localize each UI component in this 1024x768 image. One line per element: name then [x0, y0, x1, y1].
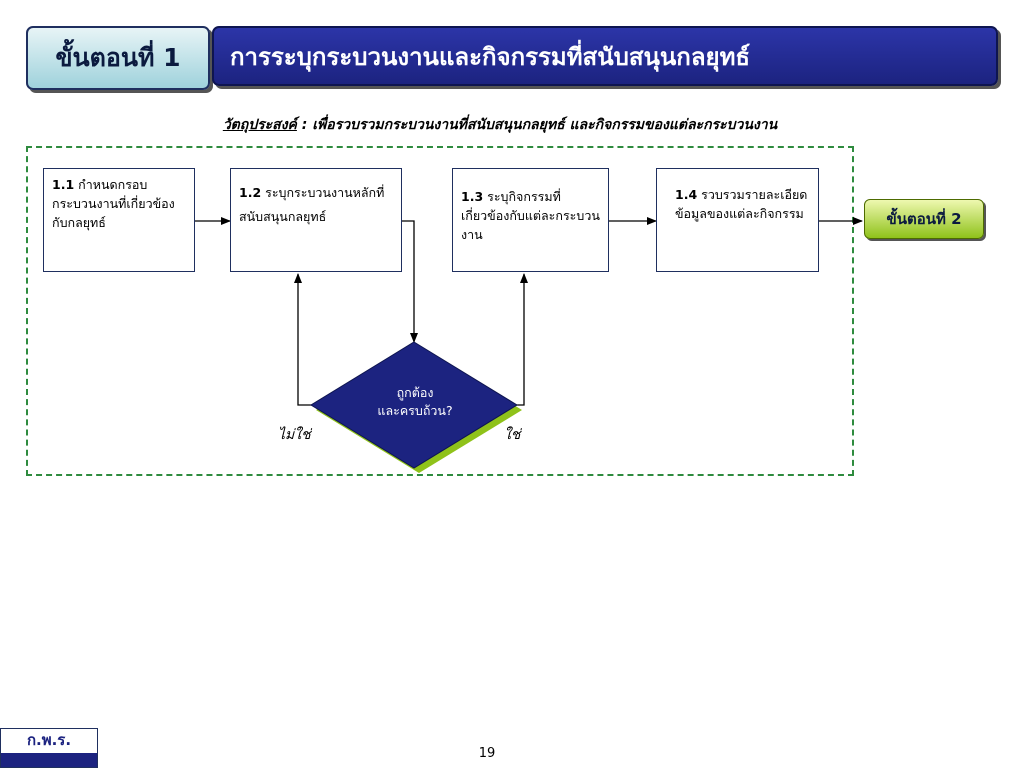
decision-line-2: และครบถ้วน? — [377, 403, 453, 418]
page-title: การระบุกระบวนงานและกิจกรรมที่สนับสนุนกลย… — [212, 26, 998, 86]
step-box-1-2-text: ระบุกระบวนงานหลักที่สนับสนุนกลยุทธ์ — [239, 185, 385, 224]
step-box-1-3-text: ระบุกิจกรรมที่เกี่ยวข้องกับแต่ละกระบวนงา… — [461, 189, 600, 242]
step-box-1-4-number: 1.4 — [675, 187, 698, 202]
objective-label: วัตถุประสงค์ — [222, 117, 297, 133]
arrow-no-to-1-2 — [294, 273, 314, 406]
step-box-1-3-number: 1.3 — [461, 189, 484, 204]
step-box-1-1: 1.1 กำหนดกรอบกระบวนงานที่เกี่ยวข้องกับกล… — [43, 168, 195, 272]
decision-yes-label: ใช่ — [504, 427, 521, 443]
decision-text: ถูกต้อง และครบถ้วน? — [340, 384, 490, 420]
objective: วัตถุประสงค์ : เพื่อรวบรวมกระบวนงานที่สน… — [0, 114, 1000, 136]
step-box-1-4: 1.4 รวบรวมรายละเอียดข้อมูลของแต่ละกิจกรร… — [656, 168, 819, 272]
step-box-1-2: 1.2 ระบุกระบวนงานหลักที่สนับสนุนกลยุทธ์ — [230, 168, 402, 272]
step-box-1-2-number: 1.2 — [239, 185, 262, 200]
arrow-1-2-to-decision — [402, 220, 418, 343]
decision-diamond — [310, 341, 518, 469]
page-number: 19 — [478, 746, 496, 761]
logo-text: ก.พ.ร. — [26, 731, 72, 749]
step-box-1-1-text: กำหนดกรอบกระบวนงานที่เกี่ยวข้องกับกลยุทธ… — [52, 177, 175, 230]
step-1-badge: ขั้นตอนที่ 1 — [26, 26, 210, 90]
objective-text: : เพื่อรวบรวมกระบวนงานที่สนับสนุนกลยุทธ์… — [296, 117, 778, 133]
opdc-logo: ก.พ.ร. — [0, 728, 98, 768]
decision-no-label: ไม่ใช่ — [278, 427, 311, 443]
step-box-1-4-text: รวบรวมรายละเอียดข้อมูลของแต่ละกิจกรรม — [675, 187, 808, 221]
step-2-button[interactable]: ขั้นตอนที่ 2 — [864, 199, 984, 239]
arrow-yes-to-1-3 — [516, 273, 528, 406]
logo-strip — [1, 753, 97, 767]
step-box-1-3: 1.3 ระบุกิจกรรมที่เกี่ยวข้องกับแต่ละกระบ… — [452, 168, 609, 272]
process-frame — [26, 146, 854, 476]
step-box-1-1-number: 1.1 — [52, 177, 75, 192]
decision-line-1: ถูกต้อง — [396, 385, 434, 400]
